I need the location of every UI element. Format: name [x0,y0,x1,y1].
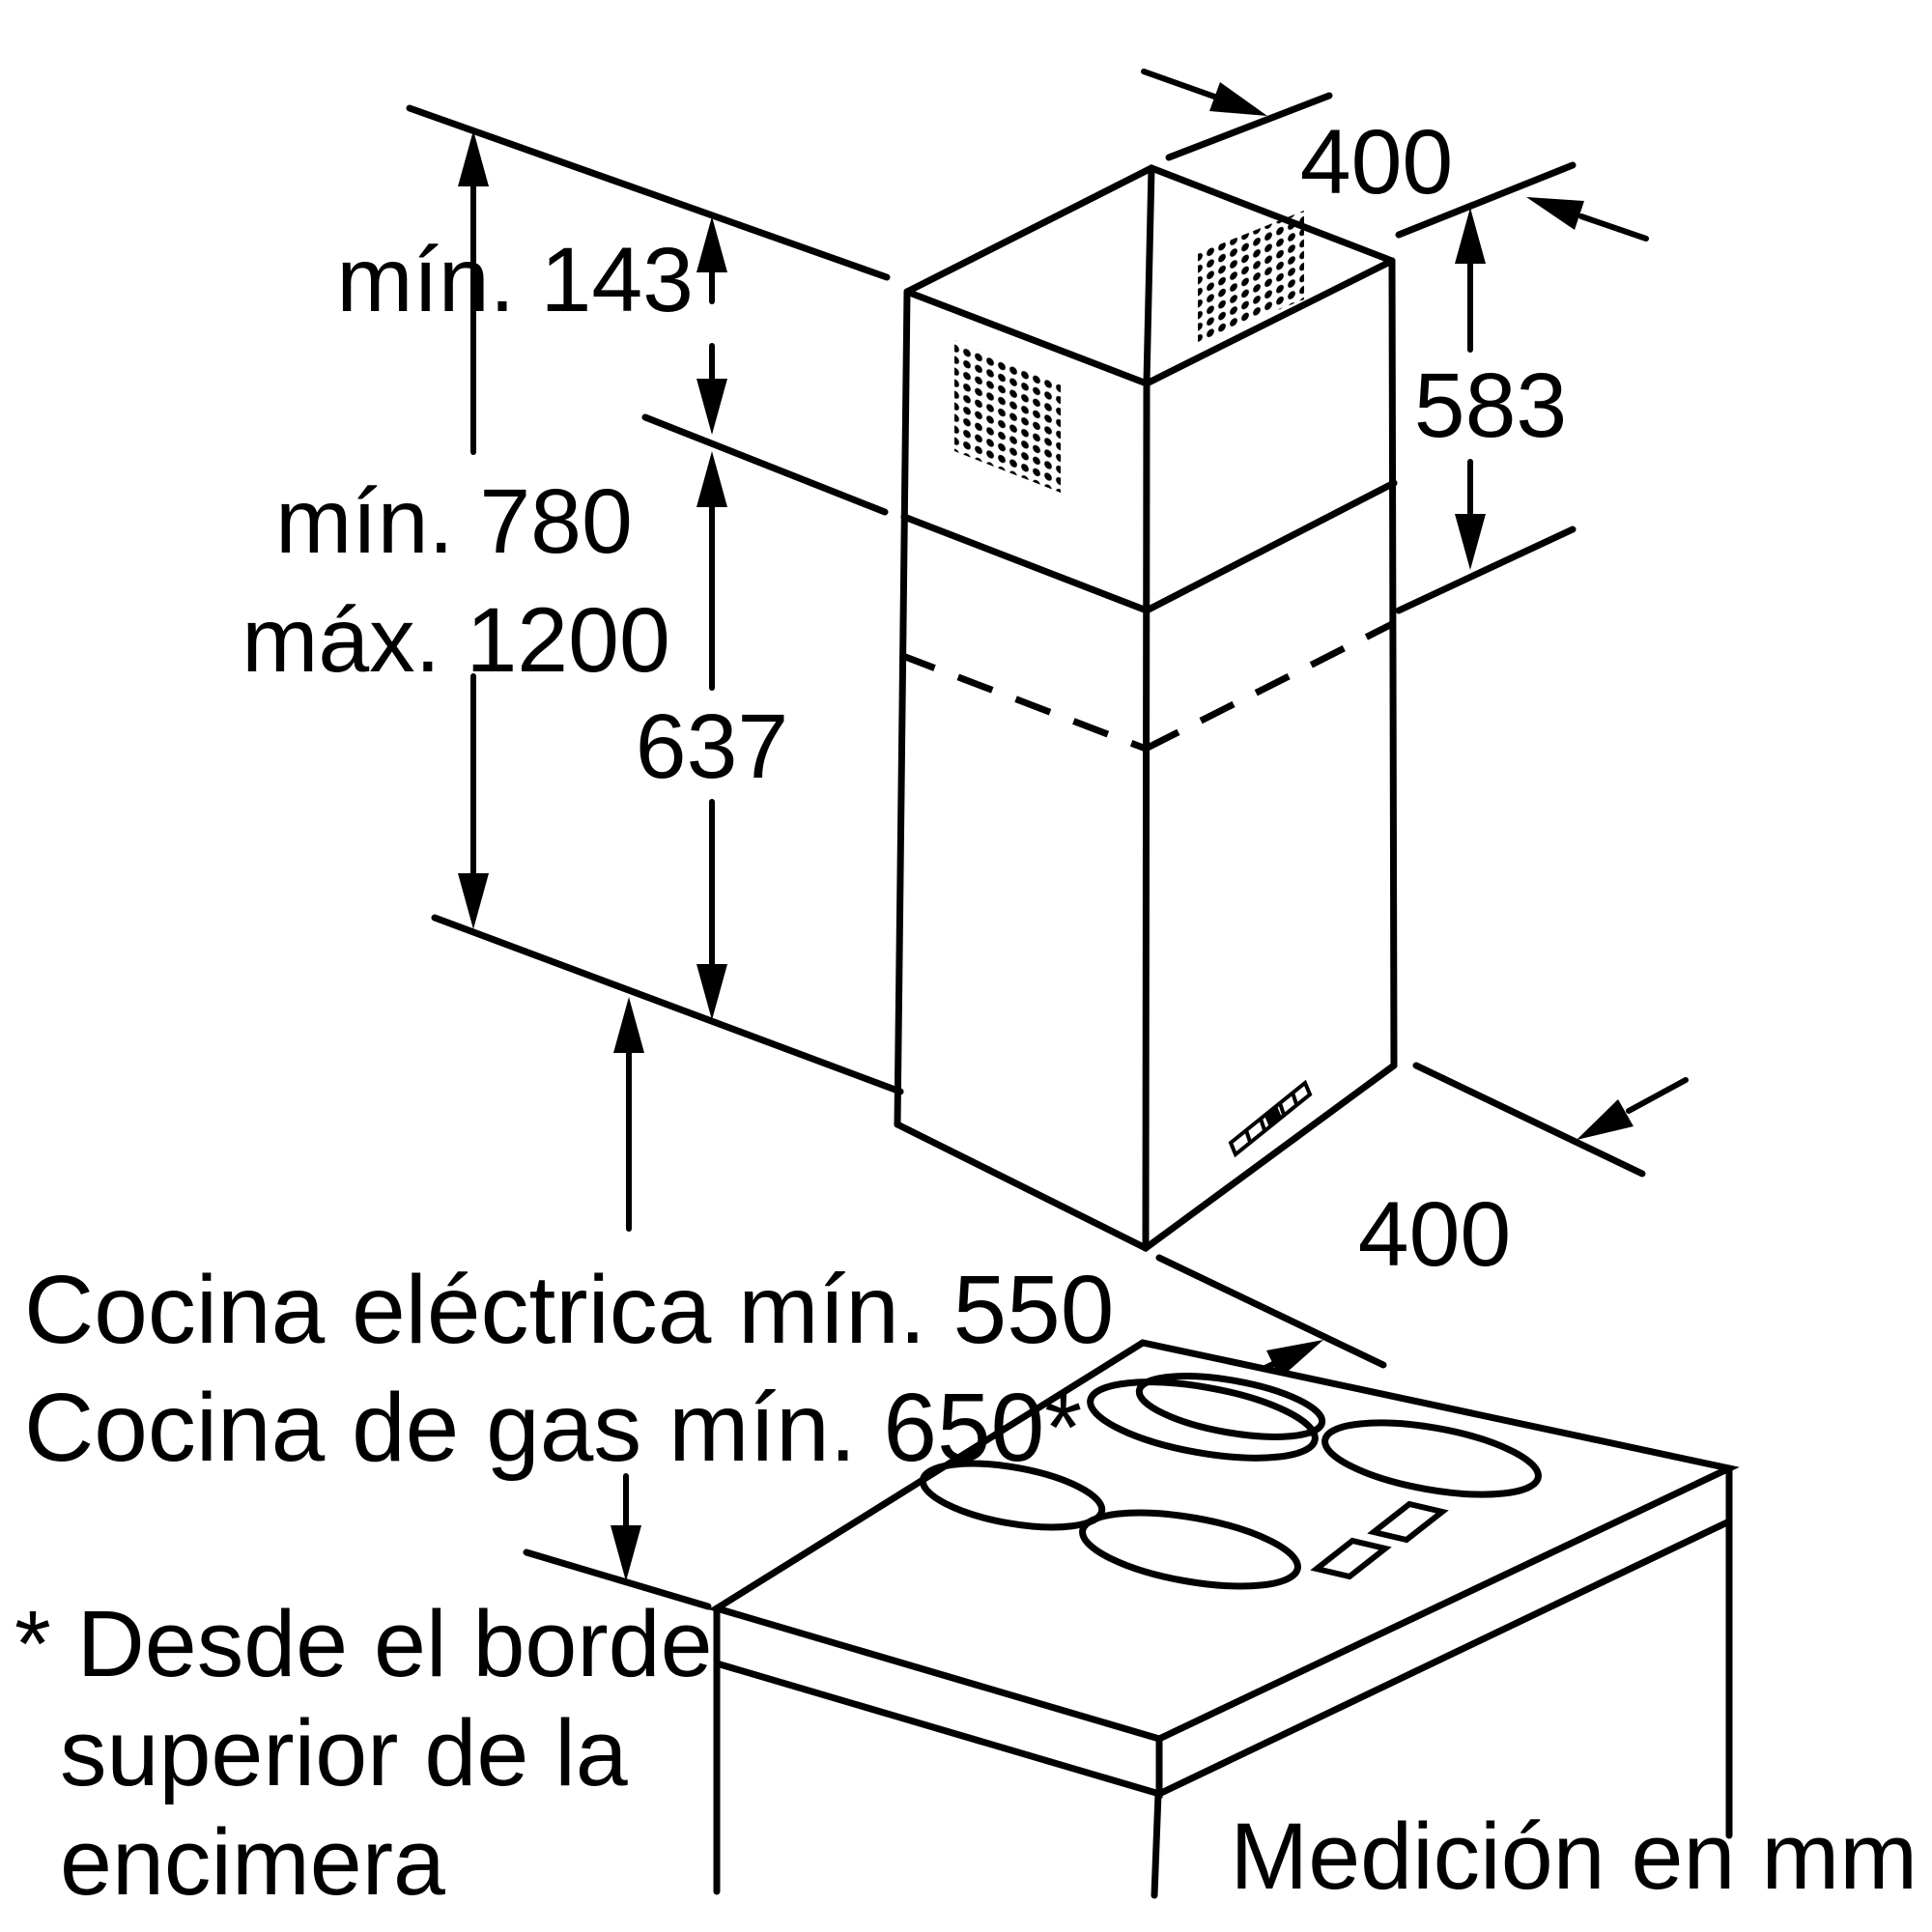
label-ceiling-clearance: mín. 143 [336,229,694,331]
vent-grille-left-icon [954,340,1061,493]
hood-left-edge [894,288,911,1128]
hood-right-edge [1388,257,1398,1069]
label-upper-duct-height: 583 [1414,355,1568,457]
arrow-up-icon [696,451,727,507]
cooktop-edge-left [713,1605,1163,1799]
tick-line [1412,1062,1646,1178]
hob-control-key [1367,1500,1449,1544]
footnote-line-3: encimera [60,1809,445,1915]
arrow-up-icon [696,216,727,272]
arrow-up-icon [1455,208,1486,264]
hob-control-key [1310,1537,1392,1580]
arrow-down-icon [696,964,727,1020]
cooktop [708,1339,1740,1899]
table-leg-front [1151,1790,1162,1899]
footnote-line-1: * Desde el borde [14,1591,713,1696]
telescopic-dashed-line-left [898,651,1148,753]
label-bottom-width: 400 [1358,1183,1512,1286]
burner-back-inner [1135,1373,1326,1440]
arrow-up-icon [613,997,644,1053]
control-panel-active-key [1264,1106,1282,1127]
burner-left [919,1460,1106,1531]
arrow-up-icon [458,130,489,186]
label-clearance-electric: Cocina eléctrica mín. 550 [24,1256,1114,1364]
ceiling-reference-line [406,104,891,281]
worktop-extension-line [523,1548,712,1610]
hood-bottom-reference-line [431,914,904,1095]
hood-outline [894,164,1398,1253]
arrow-se-icon [1209,82,1267,116]
arrow-down-icon [696,379,727,435]
duct-inner-corner-edge [1143,164,1155,385]
label-height-min: mín. 780 [275,470,633,573]
telescopic-dashed-line-right [1144,619,1396,753]
label-clearance-gas: Cocina de gas mín. 650* [24,1374,1082,1482]
vent-grille-inner-icon [1198,211,1304,342]
duct-seam-left-face [900,513,1151,614]
dim-hob-clearance [523,997,712,1610]
burner-front [1079,1509,1301,1590]
tick-line [1155,1254,1387,1369]
dim-lower-section-height [696,451,727,1020]
hood-bottom-rim [894,1062,1398,1253]
dim-height-min-max [458,130,489,929]
dim-top-width [1141,69,1649,242]
label-lower-section-height: 637 [636,696,789,798]
tick-line [1395,161,1577,239]
arrow-down-icon [611,1525,641,1581]
arrow-nw-icon [1526,197,1584,230]
duct-top-reference-line [641,413,889,516]
dim-upper-duct-height [1395,161,1577,614]
units-note: Medición en mm [1230,1804,1918,1909]
label-top-width: 400 [1300,111,1454,213]
tick-line [1165,92,1333,161]
tick-line [1395,526,1577,614]
footnote-line-2: superior de la [60,1700,628,1805]
duct-seam-right-face [1143,479,1398,614]
burner-back-outer [1087,1378,1319,1462]
burner-right [1321,1419,1542,1498]
control-panel [1228,1079,1313,1158]
label-height-max: máx. 1200 [242,589,670,692]
arrow-down-icon [458,873,489,929]
arrow-sw-icon [1577,1099,1634,1140]
dim-ceiling-clearance [696,216,727,435]
arrow-down-icon [1455,514,1486,570]
hood-front-edge [1142,380,1151,1252]
